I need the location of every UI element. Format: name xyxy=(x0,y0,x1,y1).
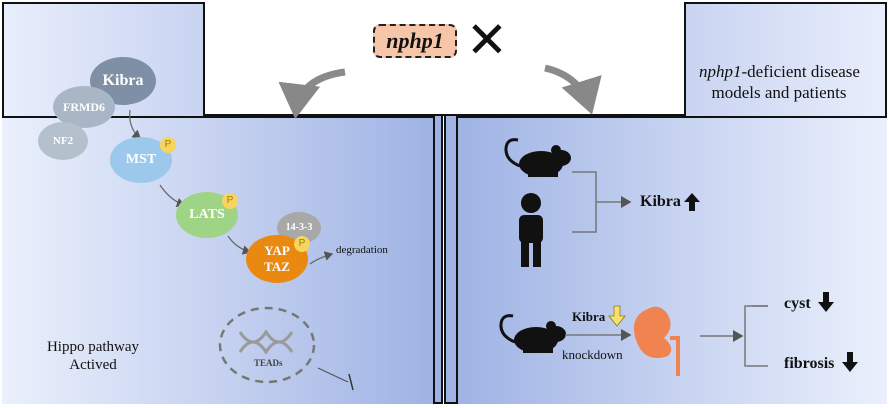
dna-helix-icon xyxy=(238,329,294,355)
mouse-icon-bottom xyxy=(499,314,566,353)
kibra-up-label: Kibra xyxy=(640,193,681,210)
fibrosis-label: fibrosis xyxy=(784,355,835,372)
fibrosis-down-arrow-icon xyxy=(842,352,858,372)
hippo-line2: Actived xyxy=(69,357,117,373)
yap-label: YAP xyxy=(264,243,290,258)
curved-arrow-right xyxy=(544,64,602,115)
up-arrow-icon xyxy=(684,193,700,211)
caption-gene-italic: nphp1 xyxy=(699,62,742,81)
teads-dna-circle xyxy=(218,306,316,384)
hippo-line1: Hippo pathway xyxy=(46,339,140,355)
arrow-degradation xyxy=(309,251,334,265)
caption-line2: models and patients xyxy=(711,83,847,102)
taz-label: TAZ xyxy=(264,259,290,274)
kidney-icon xyxy=(633,306,680,376)
curved-arrow-left xyxy=(278,68,346,119)
degradation-label: degradation xyxy=(336,244,388,256)
nphp1-gene-label: nphp1 xyxy=(373,24,457,58)
knockdown-label: knockdown xyxy=(562,347,623,362)
arrow-kibra-mst xyxy=(129,109,141,139)
yaptaz-phospho-badge: P xyxy=(294,236,310,252)
lats-node: LATS xyxy=(176,192,238,238)
bracket-outcomes xyxy=(744,305,768,367)
frmd6-node: FRMD6 xyxy=(53,86,115,128)
kibra-down-label: Kibra xyxy=(572,309,606,324)
inhibition-line xyxy=(317,367,349,383)
bracket-to-kibra xyxy=(572,171,597,233)
teads-label: TEADs xyxy=(254,358,283,368)
yellow-down-arrow-icon xyxy=(608,305,626,327)
lats-phospho-badge: P xyxy=(222,193,238,209)
caption-line1-rest: -deficient disease xyxy=(741,62,860,81)
cyst-label: cyst xyxy=(784,295,811,312)
disease-models-caption: nphp1-deficient disease models and patie… xyxy=(699,61,860,103)
mouse-icon-top xyxy=(504,138,571,177)
arrow-lats-yaptaz xyxy=(227,235,252,255)
person-icon xyxy=(519,193,543,267)
cyst-down-arrow-icon xyxy=(818,292,834,312)
nf2-node: NF2 xyxy=(38,122,88,160)
mst-node: MST xyxy=(110,137,172,183)
inhibition-bar xyxy=(348,373,354,391)
hippo-pathway-label: Hippo pathway Actived xyxy=(38,338,148,374)
mst-phospho-badge: P xyxy=(160,137,176,153)
knockout-x-icon: ✕ xyxy=(466,11,508,69)
hippo-pathway-panel xyxy=(2,116,435,404)
